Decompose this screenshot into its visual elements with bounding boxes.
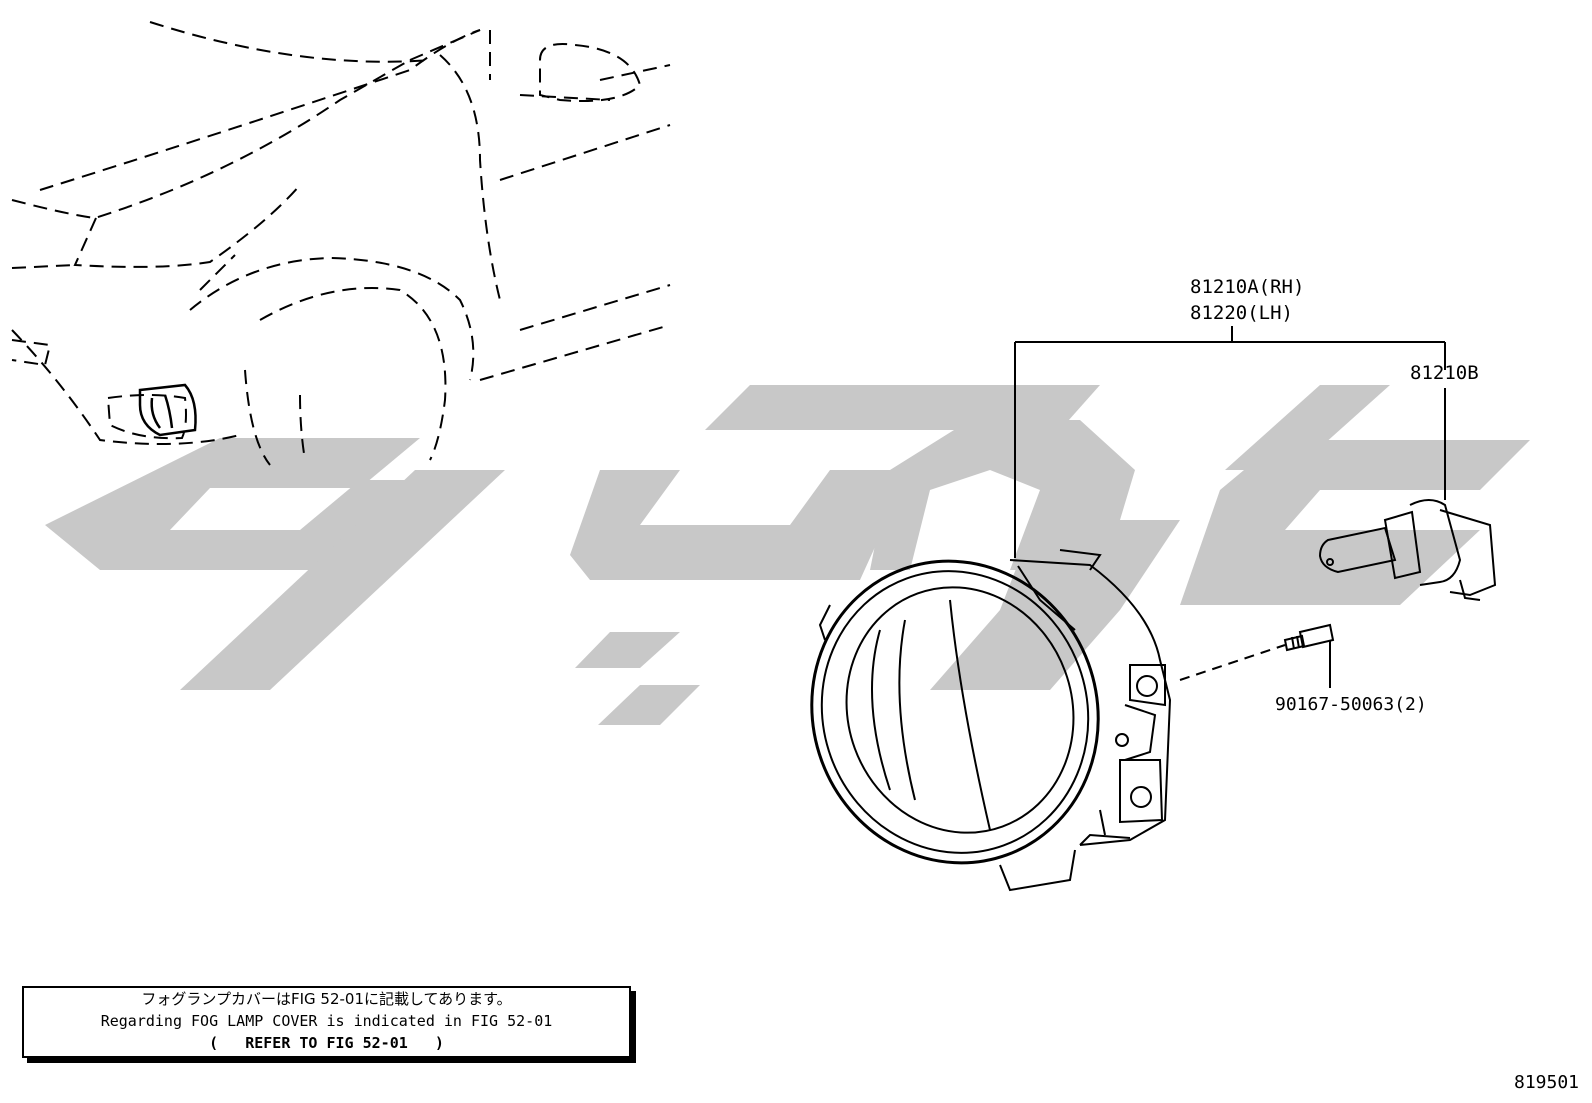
- refer-text: REFER TO FIG 52-01: [245, 1034, 408, 1052]
- note-line-refer: ( REFER TO FIG 52-01 ): [24, 1034, 629, 1053]
- bulb-assembly: [1318, 499, 1497, 601]
- car-body-outline: [11, 21, 671, 466]
- leader-lines: [1014, 326, 1446, 688]
- part-label-fog-lamp-rh: 81210A(RH): [1190, 276, 1305, 298]
- part-label-screw: 90167-50063(2): [1275, 694, 1427, 715]
- note-box: フォグランプカバーはFIG 52-01に記載してあります。 Regarding …: [22, 986, 631, 1058]
- watermark-logo: [45, 385, 1530, 725]
- part-label-bulb: 81210B: [1410, 362, 1479, 384]
- note-line-english: Regarding FOG LAMP COVER is indicated in…: [100, 1012, 553, 1030]
- screw-part: [1283, 623, 1335, 652]
- figure-number: 819501: [1514, 1072, 1580, 1093]
- refer-close-paren: ): [434, 1034, 444, 1052]
- car-fog-lamp-highlight: [138, 383, 197, 437]
- note-line-japanese: フォグランプカバーはFIG 52-01に記載してあります。: [141, 990, 512, 1008]
- fog-lamp-assembly: [810, 549, 1172, 892]
- refer-open-paren: (: [209, 1034, 219, 1052]
- part-label-fog-lamp-lh: 81220(LH): [1190, 302, 1293, 324]
